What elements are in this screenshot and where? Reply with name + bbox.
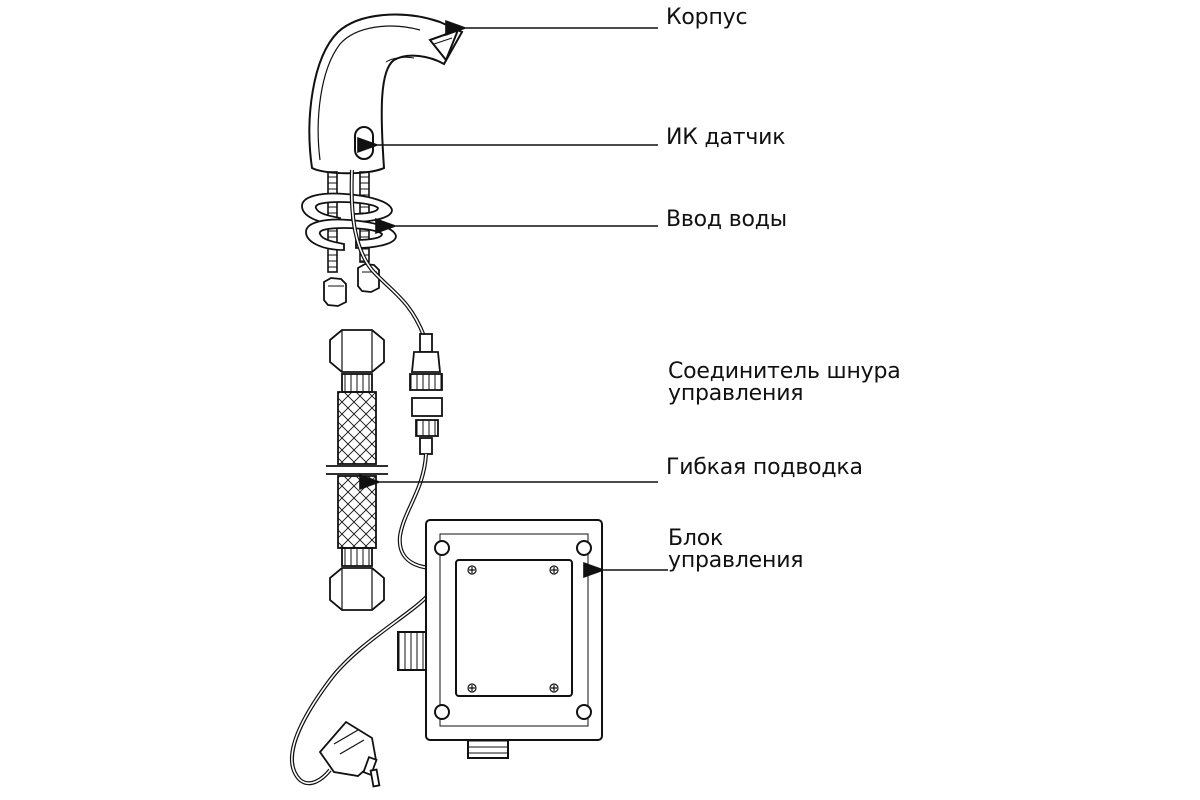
leader-lines <box>357 20 668 578</box>
flexible-hose <box>326 329 388 611</box>
label-cord-connector-line2: управления <box>668 381 804 406</box>
label-ir-sensor: ИК датчик <box>666 125 786 150</box>
faucet-body <box>308 13 464 175</box>
label-cord-connector-line1: Соединитель шнура <box>668 359 901 384</box>
label-flexible-hose: Гибкая подводка <box>666 455 863 480</box>
label-control-unit-line1: Блок <box>668 526 724 551</box>
label-control-unit: Блок управления <box>668 526 804 573</box>
mounting-washers <box>301 192 397 251</box>
label-water-inlet: Ввод воды <box>666 207 787 232</box>
power-plug <box>318 720 381 788</box>
ir-sensor-window <box>354 126 374 160</box>
control-box <box>397 519 603 759</box>
label-body: Корпус <box>666 5 748 30</box>
cord-connector <box>409 333 443 455</box>
label-cord-connector: Соединитель шнура управления <box>668 361 901 405</box>
label-control-unit-line2: управления <box>668 548 804 573</box>
